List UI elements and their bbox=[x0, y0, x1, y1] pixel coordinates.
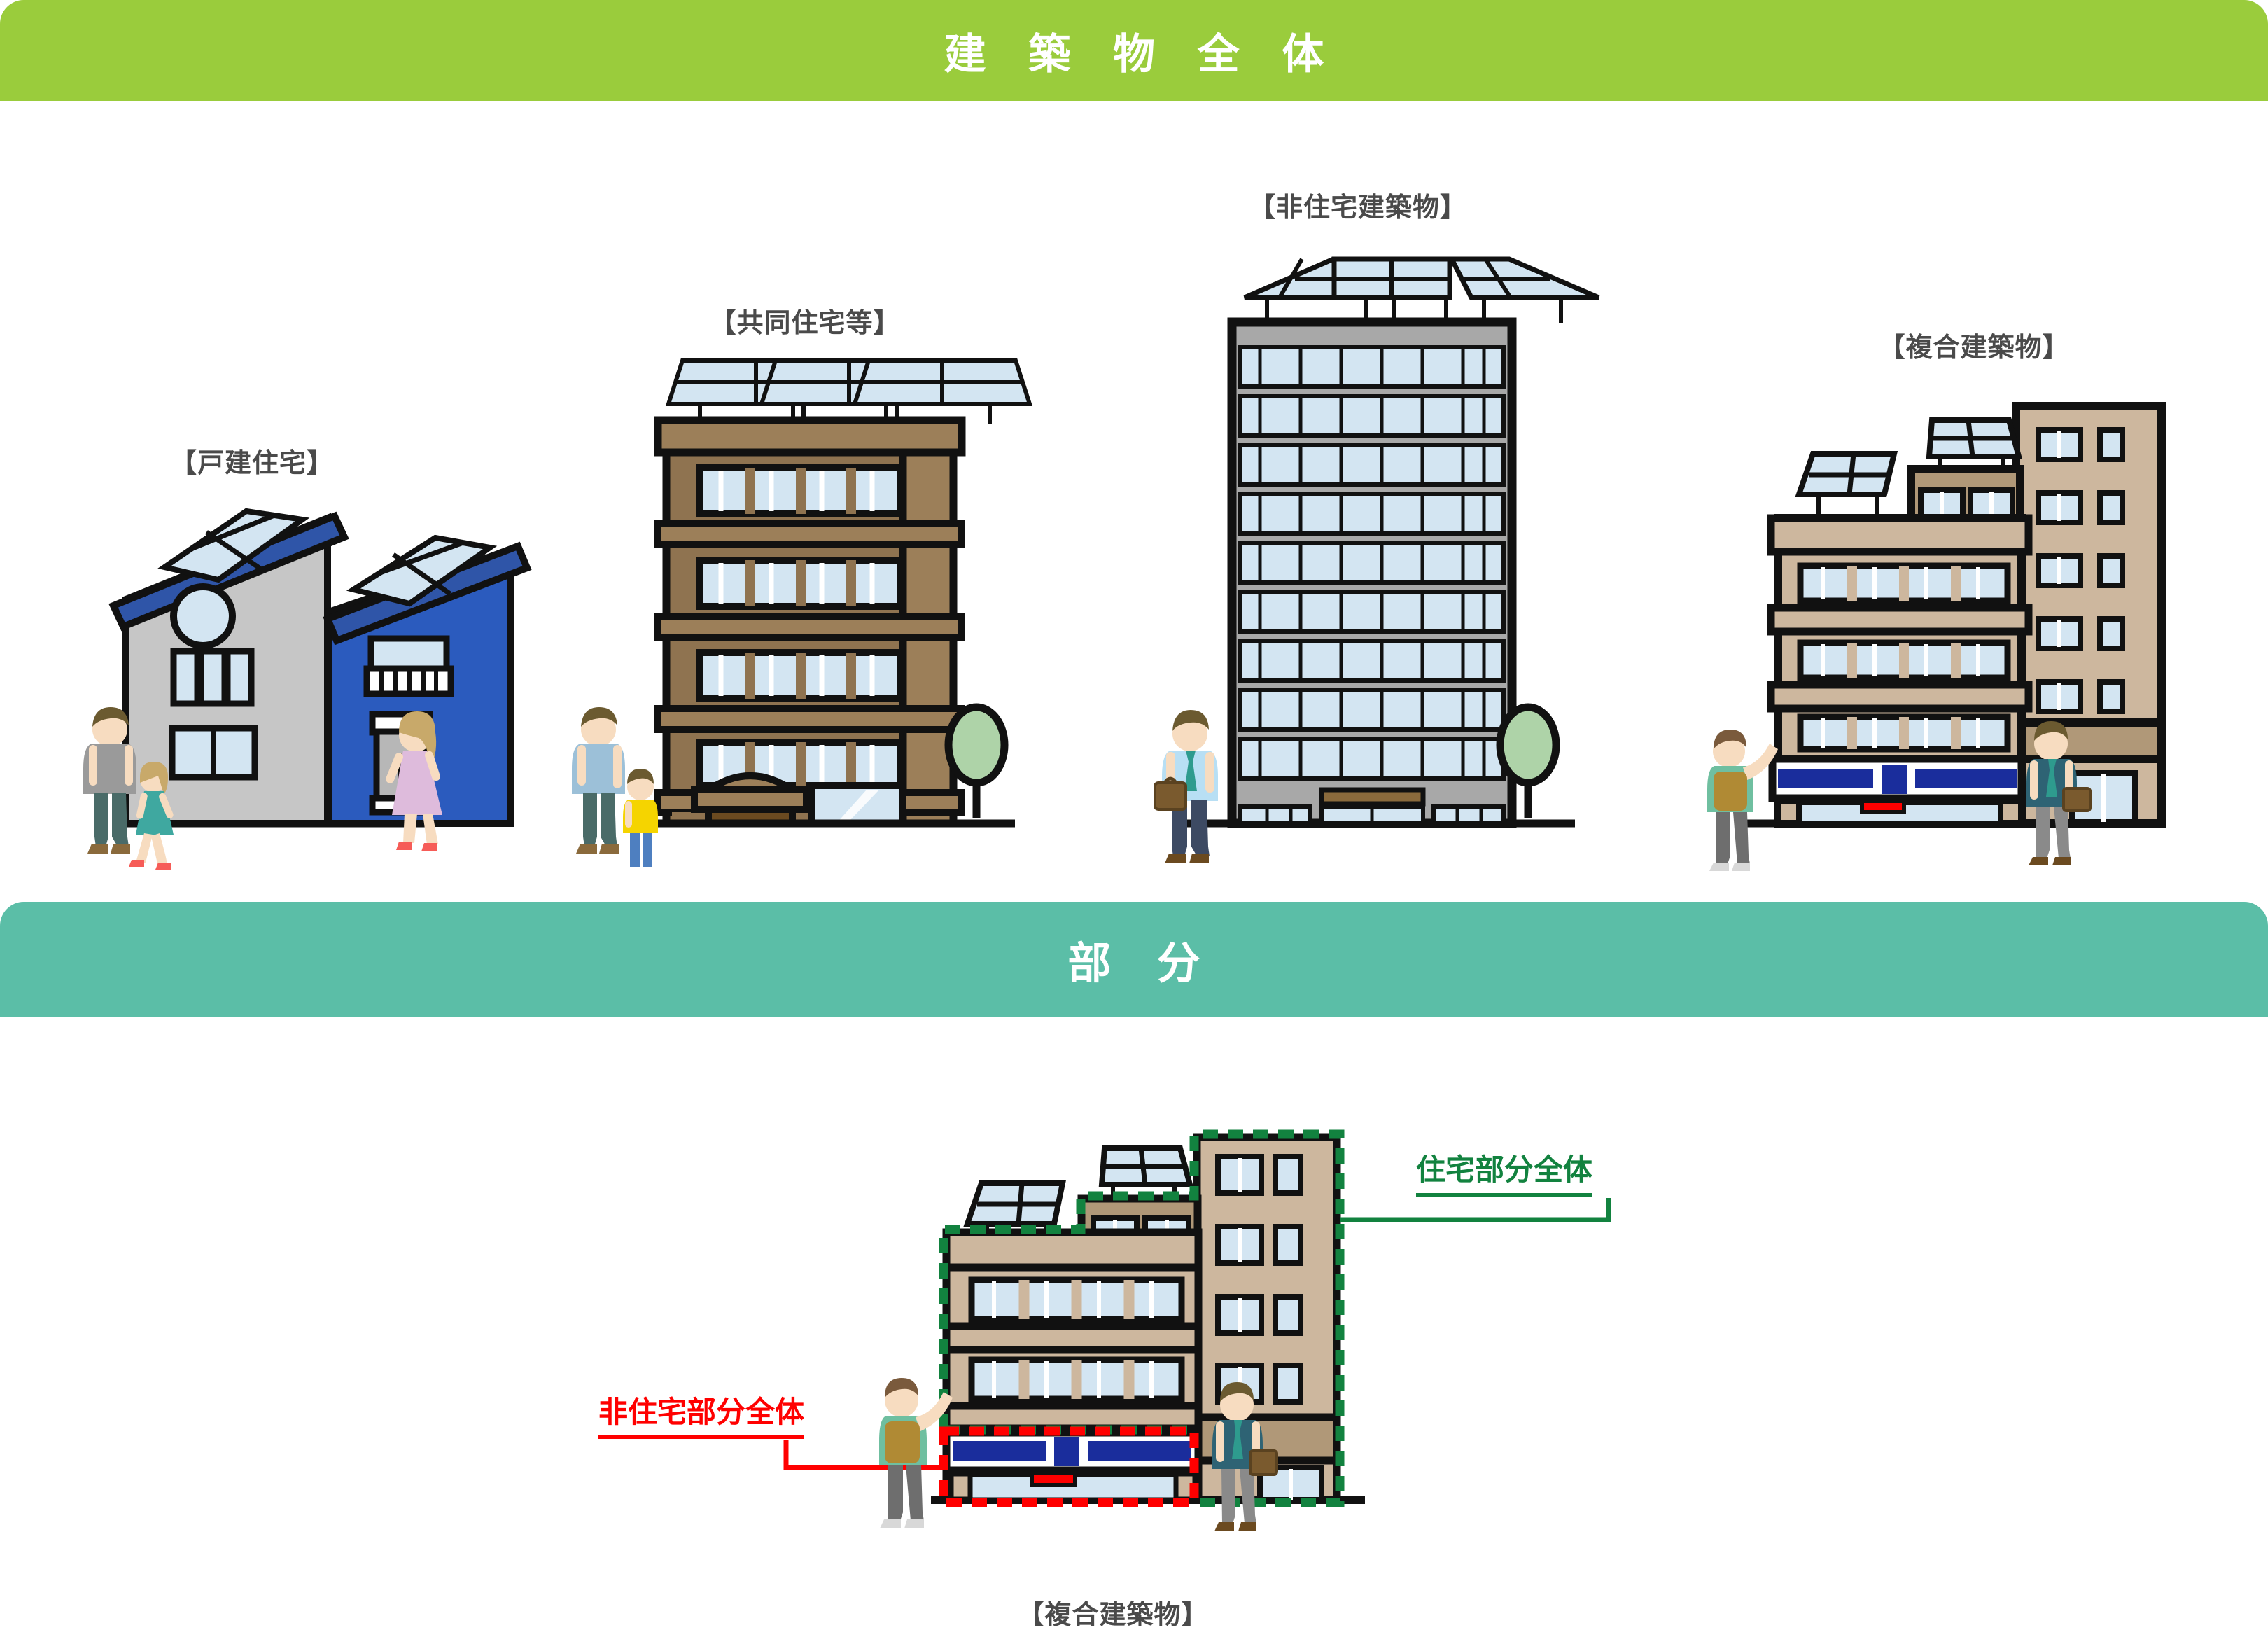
header-title-part: 部 分 bbox=[1068, 940, 1217, 988]
caption-detached-house: 【戸建住宅】 bbox=[169, 449, 335, 478]
tree-icon bbox=[1496, 703, 1560, 818]
person-figure bbox=[1154, 710, 1218, 863]
solar-panel-icon bbox=[158, 508, 310, 583]
annotation-label-residential-part: 住宅部分全体 bbox=[1416, 1146, 1593, 1197]
illustration-detached-house bbox=[83, 508, 532, 870]
illustration-mixed-use-building bbox=[1707, 402, 2166, 871]
person-figure bbox=[572, 707, 625, 854]
solar-panel-icon bbox=[1243, 256, 1600, 323]
solar-panel-icon bbox=[668, 361, 1030, 424]
caption-mixed-use: 【複合建築物】 bbox=[1878, 333, 2070, 363]
person-figure bbox=[623, 769, 658, 867]
leader-line-non-residential bbox=[783, 1440, 944, 1470]
person-figure bbox=[1707, 730, 1778, 871]
illustration-apartment bbox=[572, 361, 1030, 867]
solar-panel-icon bbox=[1795, 451, 1898, 518]
solar-panel-icon bbox=[346, 534, 498, 607]
outline-residential-part bbox=[939, 1129, 1345, 1507]
illustration-non-residential-building bbox=[1154, 256, 1600, 863]
caption-apartment: 【共同住宅等】 bbox=[709, 309, 901, 338]
tree-icon bbox=[944, 703, 1009, 818]
caption-bottom-mixed-use: 【複合建築物】 bbox=[1017, 1601, 1209, 1630]
solar-panel-icon bbox=[963, 1180, 1066, 1234]
leader-line-residential bbox=[1340, 1198, 1611, 1222]
person-figure bbox=[879, 1378, 953, 1528]
person-figure bbox=[386, 711, 442, 851]
person-figure bbox=[83, 707, 136, 854]
person-figure bbox=[2026, 721, 2092, 865]
header-band-building-whole: 建 築 物 全 体 bbox=[0, 0, 2268, 101]
solar-panel-icon bbox=[1098, 1145, 1194, 1200]
person-figure bbox=[1212, 1382, 1278, 1531]
person-figure bbox=[129, 762, 174, 870]
annotation-label-non-residential-part: 非住宅部分全体 bbox=[598, 1388, 805, 1439]
header-band-part: 部 分 bbox=[0, 902, 2268, 1017]
outline-non-residential-part bbox=[939, 1426, 1199, 1507]
caption-non-residential: 【非住宅建築物】 bbox=[1248, 193, 1468, 223]
solar-panel-icon bbox=[1926, 417, 2023, 472]
header-title-building-whole: 建 築 物 全 体 bbox=[944, 30, 1340, 78]
